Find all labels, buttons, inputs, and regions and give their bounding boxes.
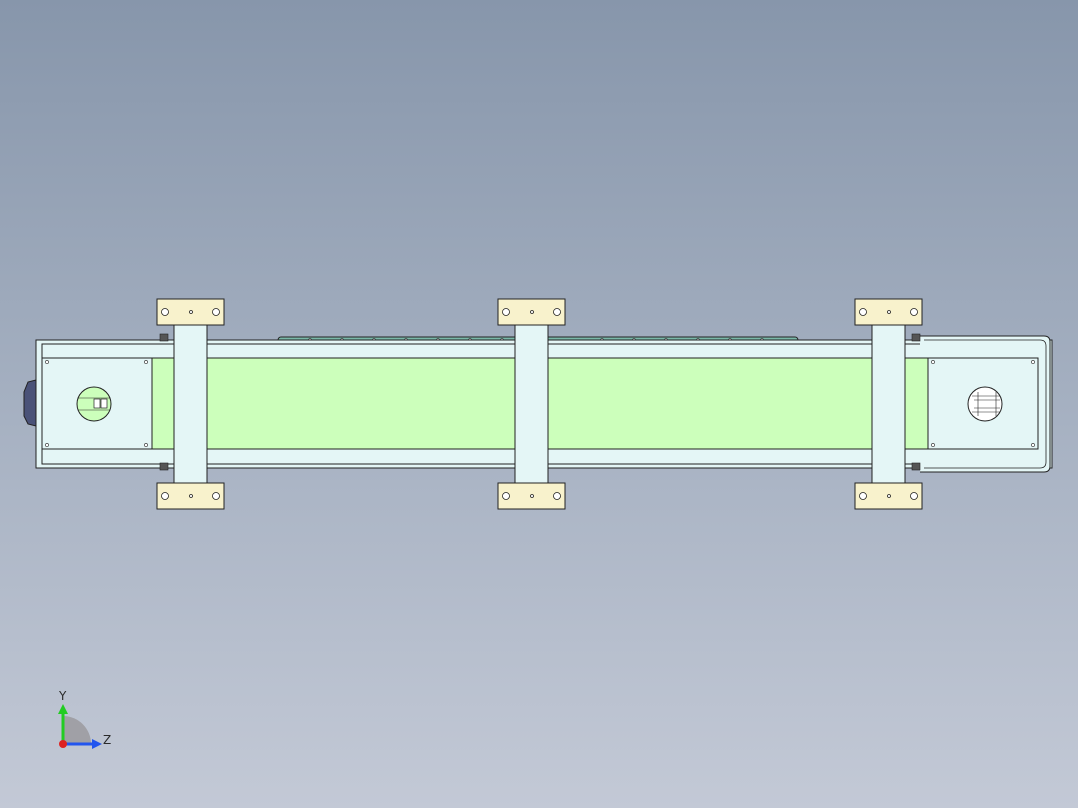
drive-motor [23,379,37,427]
z-axis-label: Z [103,733,111,747]
y-axis-label: Y [58,689,67,703]
tensioner-nuts [159,333,921,471]
x-axis-dot [59,740,67,748]
coordinate-triad[interactable]: Y Z [58,689,111,749]
drive-pulley-view [76,386,112,422]
support-straps [173,324,906,484]
conveyor-model[interactable] [23,298,1053,510]
bracket-holes [161,308,918,500]
triad-quadrant [63,716,91,744]
tail-pulley-view [967,386,1003,422]
